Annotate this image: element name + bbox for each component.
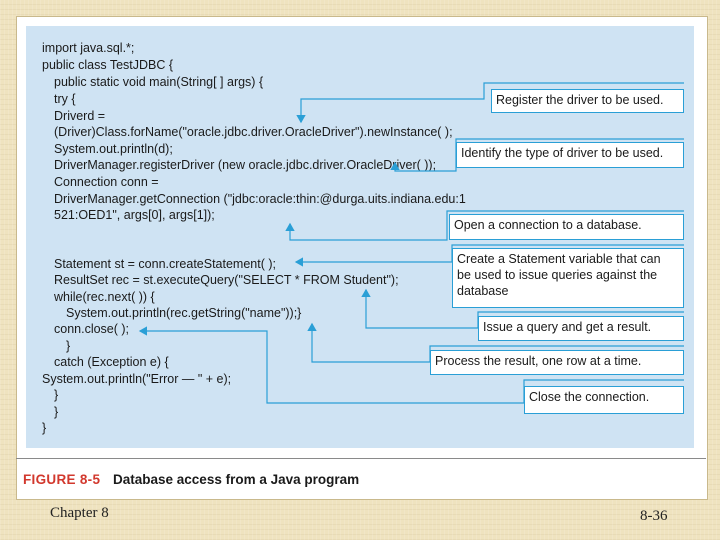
callout-close: Close the connection. (524, 386, 684, 414)
footer-page-number: 8-36 (640, 508, 668, 524)
code-line: } (54, 405, 59, 419)
callout-register-driver: Register the driver to be used. (491, 89, 684, 113)
code-line: catch (Exception e) { (54, 355, 169, 369)
code-line: System.out.println(rec.getString("name")… (66, 306, 302, 320)
code-line: 521:OED1", args[0], args[1]); (54, 208, 215, 222)
code-line: System.out.println("Error — " + e); (42, 372, 232, 386)
code-line: (Driver)Class.forName("oracle.jdbc.drive… (54, 125, 453, 139)
code-line: public static void main(String[ ] args) … (54, 75, 264, 89)
callout-open-connection: Open a connection to a database. (449, 214, 684, 240)
arrow-close (138, 326, 684, 404)
callout-driver-type: Identify the type of driver to be used. (456, 142, 684, 168)
code-line: } (54, 388, 59, 402)
code-line: Driverd = (54, 109, 106, 123)
code-line: System.out.println(d); (54, 142, 173, 156)
code-line: public class TestJDBC { (42, 58, 174, 72)
caption-divider (16, 458, 706, 459)
code-line: import java.sql.*; (42, 41, 135, 55)
figure-number: FIGURE 8-5 (23, 472, 101, 487)
code-line: } (42, 421, 47, 435)
callout-query: Issue a query and get a result. (478, 316, 684, 341)
code-line: Statement st = conn.createStatement( ); (54, 257, 276, 271)
code-line: DriverManager.registerDriver (new oracle… (54, 158, 437, 172)
code-line: } (66, 339, 71, 353)
arrow-driver-type (390, 138, 684, 172)
code-line: Connection conn = (54, 175, 159, 189)
figure-caption: Database access from a Java program (113, 472, 360, 487)
arrow-register-driver (296, 82, 684, 124)
callout-statement: Create a Statement variable that can be … (452, 248, 684, 308)
code-line: ResultSet rec = st.executeQuery("SELECT … (54, 273, 399, 287)
code-line: while(rec.next( )) { (54, 290, 155, 304)
code-line: try { (54, 92, 76, 106)
arrow-open-connection (285, 210, 684, 241)
code-line: DriverManager.getConnection ("jdbc:oracl… (54, 192, 466, 206)
footer-chapter: Chapter 8 (50, 505, 109, 521)
callout-process: Process the result, one row at a time. (430, 350, 684, 375)
code-line: conn.close( ); (54, 322, 130, 336)
